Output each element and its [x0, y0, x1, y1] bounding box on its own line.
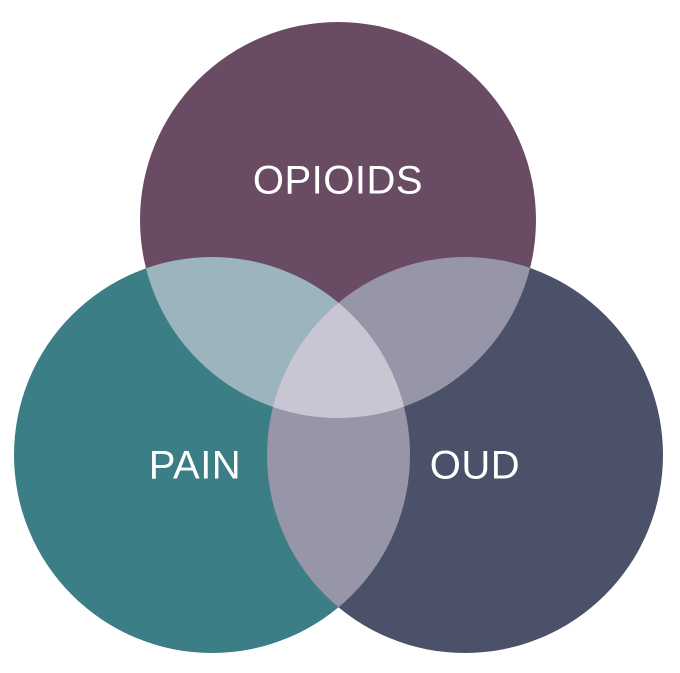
- label-oud: OUD: [430, 444, 520, 488]
- label-pain: PAIN: [149, 444, 241, 488]
- label-opioids: OPIOIDS: [253, 159, 423, 203]
- overlap-all-three: [267, 257, 410, 418]
